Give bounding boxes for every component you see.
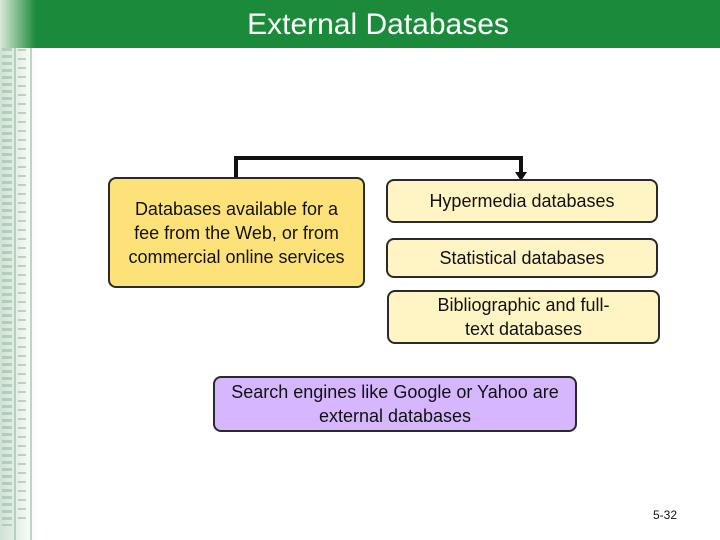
source-text: Databases available for a fee from the W… (128, 198, 345, 267)
type-box-statistical: Statistical databases (386, 238, 658, 278)
type-box-bibliographic: Bibliographic and full-text databases (387, 290, 660, 344)
slide-title: External Databases (247, 8, 509, 41)
connector-line (234, 156, 523, 177)
decorative-side-strip (0, 0, 38, 540)
note-text: Search engines like Google or Yahoo are … (231, 382, 559, 426)
side-line (30, 0, 32, 540)
note-box: Search engines like Google or Yahoo are … (213, 376, 577, 432)
side-line (14, 0, 16, 540)
page-number: 5-32 (652, 508, 678, 522)
source-box: Databases available for a fee from the W… (108, 177, 365, 288)
type-label: Statistical databases (439, 248, 605, 268)
title-bar-fade (0, 0, 36, 48)
title-bar: External Databases (0, 0, 720, 48)
arrowhead (515, 172, 527, 181)
side-pattern (2, 6, 12, 526)
type-label: Bibliographic and full-text databases (437, 295, 610, 339)
type-box-hypermedia: Hypermedia databases (386, 179, 658, 223)
type-label: Hypermedia databases (429, 191, 615, 211)
side-pattern (18, 40, 26, 520)
